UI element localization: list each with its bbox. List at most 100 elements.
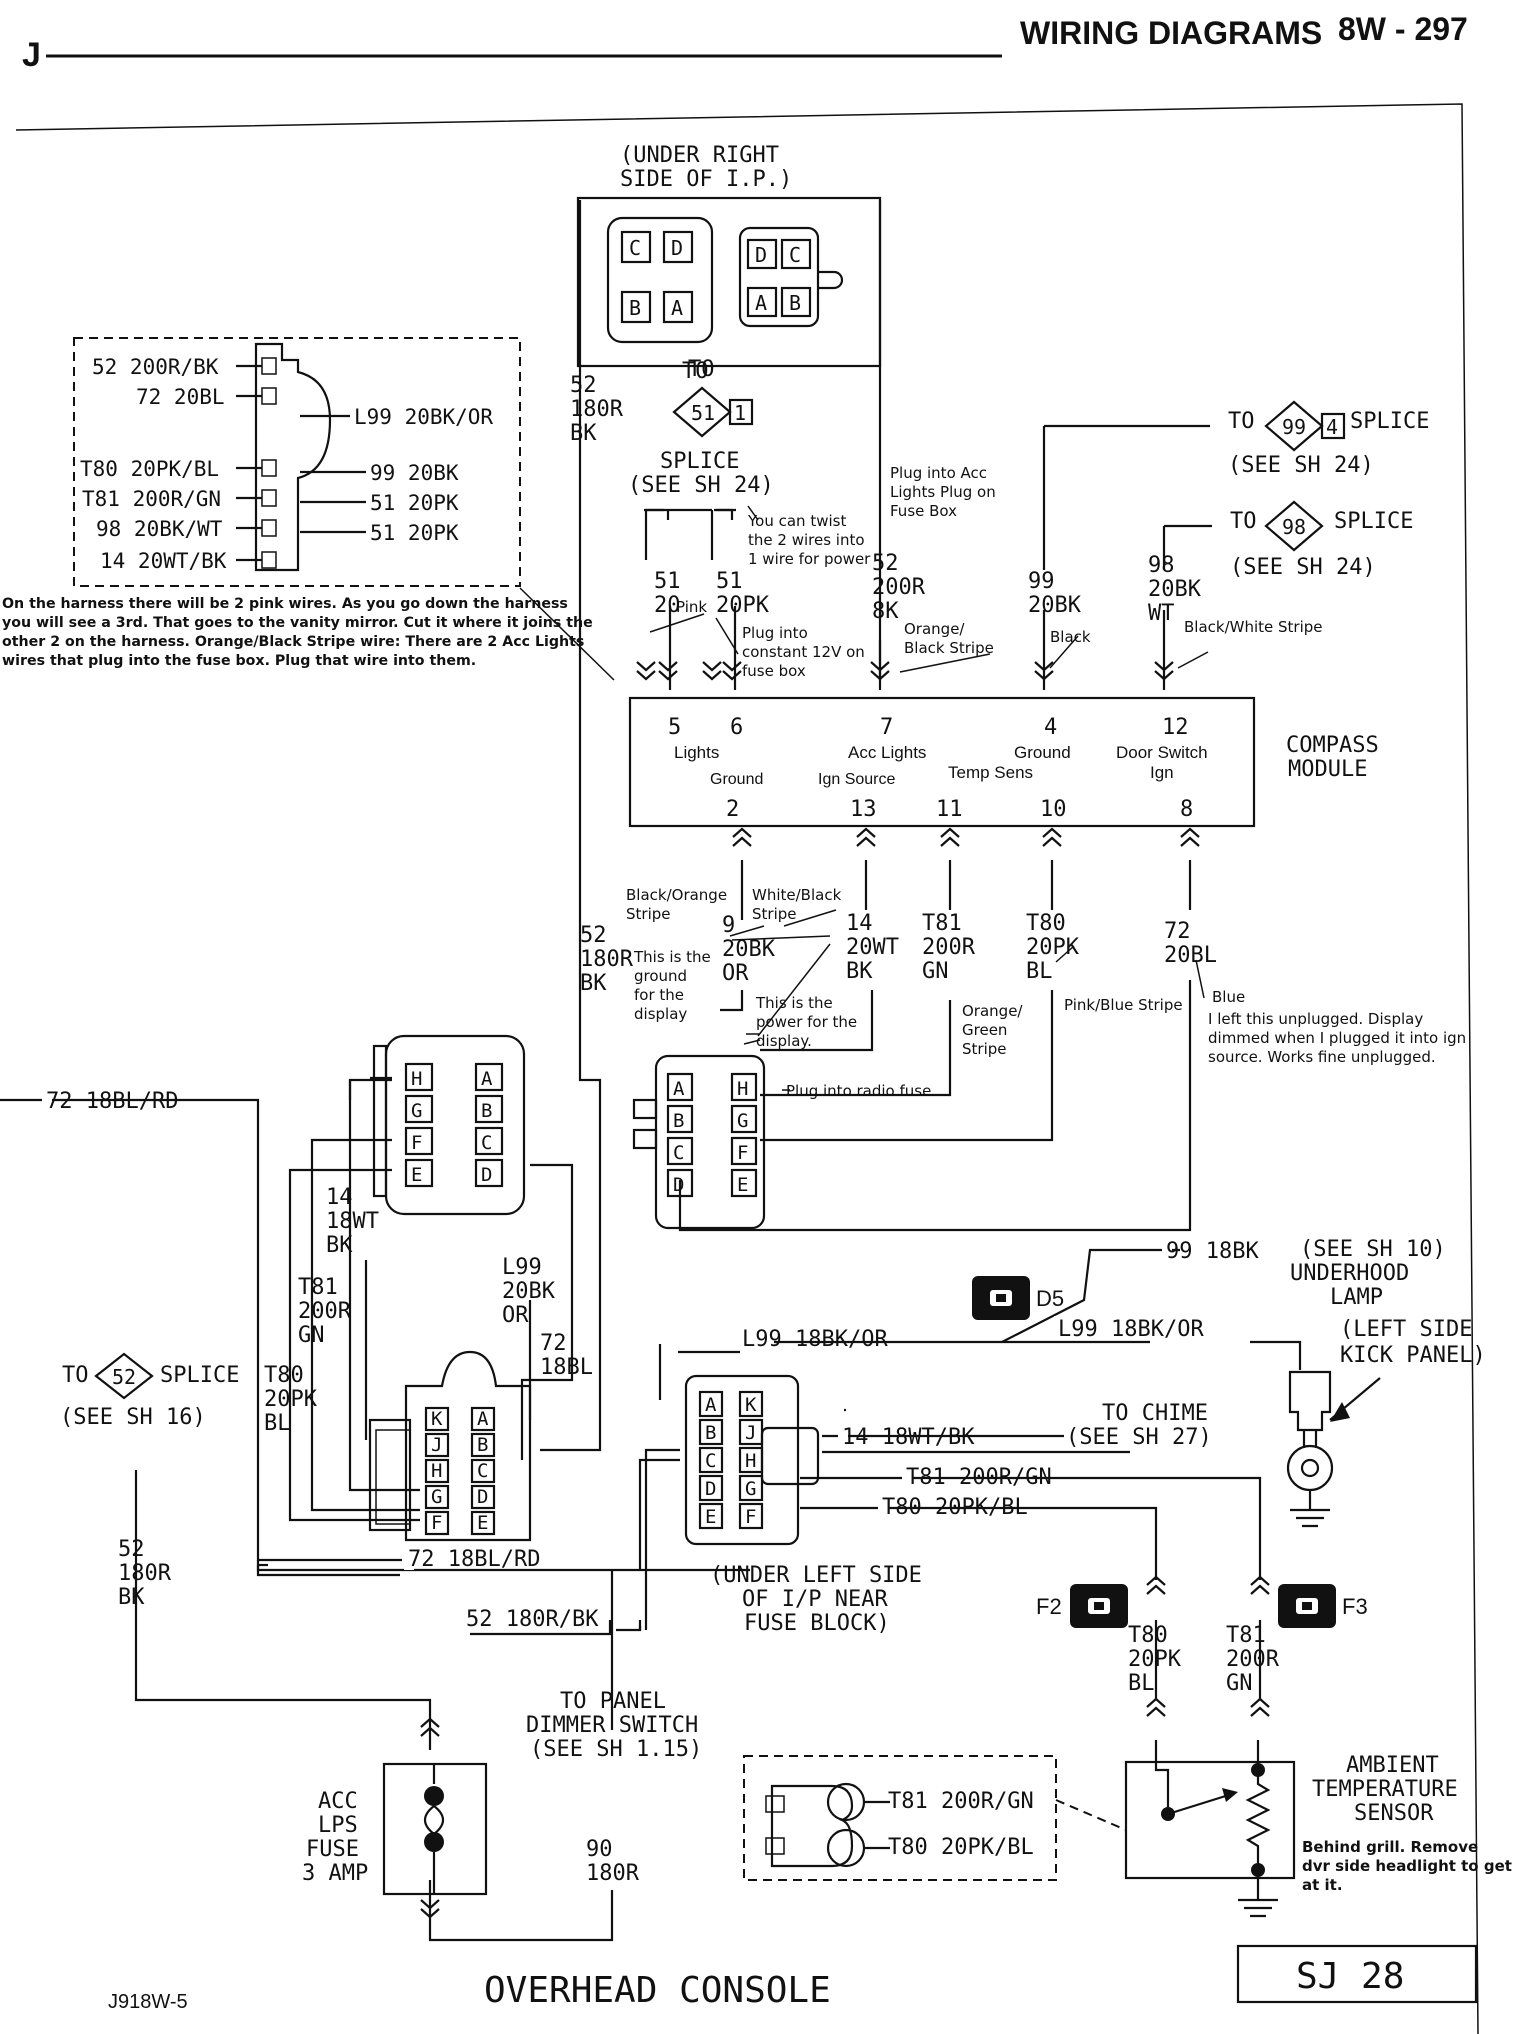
- dimmer-line2: DIMMER SWITCH: [526, 1713, 698, 1738]
- connector-8b-right-cell: E: [737, 1174, 748, 1196]
- note-black-orange: Stripe: [626, 905, 671, 923]
- note-plug-acc: Fuse Box: [890, 502, 957, 520]
- connector-8-right-cell: D: [481, 1164, 492, 1186]
- wire-t81c-label: GN: [1226, 1671, 1253, 1696]
- note-white-black: White/Black: [752, 886, 842, 904]
- connector-8b-left-cell: B: [673, 1110, 684, 1132]
- connector-8b-left-cell: C: [673, 1142, 684, 1164]
- wire-98-label: 98: [1148, 553, 1175, 578]
- connector-11-left-cell: E: [705, 1506, 716, 1528]
- badge-f3: F3: [1278, 1584, 1368, 1628]
- compass-label-ign-source: Ign Source: [818, 771, 895, 788]
- note-plug-12v: Plug into: [742, 624, 808, 642]
- note-unplugged: dimmed when I plugged it into ign: [1208, 1029, 1466, 1047]
- wire-52c-label: 8K: [872, 599, 899, 624]
- kick-line1: (LEFT SIDE: [1340, 1317, 1472, 1342]
- note-behind-grill: Behind grill. Remove: [1302, 1838, 1478, 1856]
- wire-label-w99bk: 99 18BK: [1166, 1239, 1259, 1264]
- underhood-line2: UNDERHOOD: [1290, 1261, 1409, 1286]
- wire-52-top-label: 52: [570, 373, 597, 398]
- note-plug-12v: constant 12V on: [742, 643, 865, 661]
- compass-pin-top: 7: [880, 715, 893, 740]
- inset-right-wire-label: 51 20PK: [370, 491, 459, 515]
- connector-10-right-cell: A: [477, 1408, 489, 1430]
- compass-pin-bottom: 13: [850, 797, 877, 822]
- splice-52: TO 52 SPLICE (SEE SH 16): [60, 1352, 239, 1430]
- wire-label-wT81s: T81 200R/GN: [888, 1789, 1034, 1814]
- wire-52-top-label: 180R: [570, 397, 624, 422]
- wire-52c-label: 52: [872, 551, 899, 576]
- wire-98-label: 20BK: [1148, 577, 1202, 602]
- wire-9-label: OR: [722, 961, 749, 986]
- fuse-line2: LPS: [318, 1813, 358, 1838]
- wire-9-label: 20BK: [722, 937, 776, 962]
- inset-right-wire-label: L99 20BK/OR: [354, 405, 493, 429]
- chime-to: TO CHIME: [1102, 1401, 1208, 1426]
- wire-t81b-label: GN: [298, 1323, 325, 1348]
- wire-99-label: 20BK: [1028, 593, 1082, 618]
- note-power-display: display.: [756, 1032, 812, 1050]
- splice-99-pin: 4: [1326, 415, 1338, 439]
- wire-14-label: BK: [846, 959, 873, 984]
- compass-pin-bottom: 10: [1040, 797, 1067, 822]
- inset-left-wire-label: 72 20BL: [136, 385, 225, 409]
- wire-14b-label: 18WT: [326, 1209, 379, 1234]
- note-pink: Pink: [676, 598, 707, 616]
- connector-11-right-cell: F: [745, 1506, 756, 1528]
- wire-98-label: WT: [1148, 601, 1175, 626]
- wire-l99-label: OR: [502, 1303, 529, 1328]
- dimmer-line1: TO PANEL: [560, 1689, 666, 1714]
- note-behind-grill: at it.: [1302, 1876, 1343, 1894]
- harness-inset-frame: [73, 337, 521, 587]
- note-ground-display: display: [634, 1005, 687, 1023]
- splice-52-label: SPLICE: [160, 1363, 239, 1388]
- wire-51b-label: 51: [716, 569, 743, 594]
- dimmer-switch-ref: TO PANEL DIMMER SWITCH (SEE SH 1.15): [526, 1689, 702, 1762]
- header-letter: J: [22, 36, 41, 74]
- wire-label-w14bk: 14 18WT/BK: [842, 1425, 975, 1450]
- wire-t81b-label: 200R: [298, 1299, 352, 1324]
- wire-51a-label: 51: [654, 569, 681, 594]
- wire-t80-label: T80: [1026, 911, 1066, 936]
- wire-52d-label: BK: [118, 1585, 145, 1610]
- note-twist: 1 wire for power: [748, 550, 871, 568]
- wire-label-w52bk: 52 180R/BK: [466, 1607, 599, 1632]
- connector-bracket-top: [576, 196, 882, 368]
- note-orange-black: Black Stripe: [904, 639, 994, 657]
- connector-top-left-cell: A: [671, 296, 683, 320]
- location-bottom-line1: (UNDER LEFT SIDE: [710, 1563, 922, 1588]
- connector-8-left-cell: F: [411, 1132, 422, 1154]
- compass-label-ground-top: Ground: [1014, 743, 1071, 762]
- badge-f2: F2: [1036, 1584, 1128, 1628]
- footer-code: J918W-5: [108, 1991, 188, 2013]
- wire-l99-label: 20BK: [502, 1279, 556, 1304]
- acc-lps-fuse: ACC LPS FUSE 3 AMP: [302, 1762, 488, 1896]
- splice-98-label: SPLICE: [1334, 509, 1413, 534]
- compass-pin-bottom: 2: [726, 797, 739, 822]
- annotation-arrows: [519, 505, 1209, 1091]
- note-plug-12v: fuse box: [742, 662, 806, 680]
- connector-top-right-cell: A: [755, 291, 767, 315]
- note-ground-display: for the: [634, 986, 684, 1004]
- splice-51-diamond: [672, 386, 732, 438]
- wire-14-label: 20WT: [846, 935, 899, 960]
- wire-t81c-label: T81: [1226, 1623, 1266, 1648]
- splice-52-number: 52: [112, 1365, 136, 1389]
- wire-t80b-label: BL: [264, 1411, 291, 1436]
- note-radio-fuse: Plug into radio fuse: [786, 1082, 931, 1100]
- compass-pin-bottom: 11: [936, 797, 963, 822]
- connector-10-left-cell: G: [431, 1486, 442, 1508]
- note-plug-acc: Lights Plug on: [890, 483, 996, 501]
- wire-t80c-label: BL: [1128, 1671, 1155, 1696]
- wire-52-mid-label: BK: [580, 971, 607, 996]
- connector-10-right-cell: C: [477, 1460, 488, 1482]
- connector-10-left-cell: H: [431, 1460, 442, 1482]
- inset-right-wire-label: 51 20PK: [370, 521, 459, 545]
- wire-52-mid-label: 180R: [580, 947, 634, 972]
- connector-10-right-cell: E: [477, 1512, 488, 1534]
- connector-10-right-cell: B: [477, 1434, 488, 1456]
- note-harness: other 2 on the harness. Orange/Black Str…: [2, 634, 584, 650]
